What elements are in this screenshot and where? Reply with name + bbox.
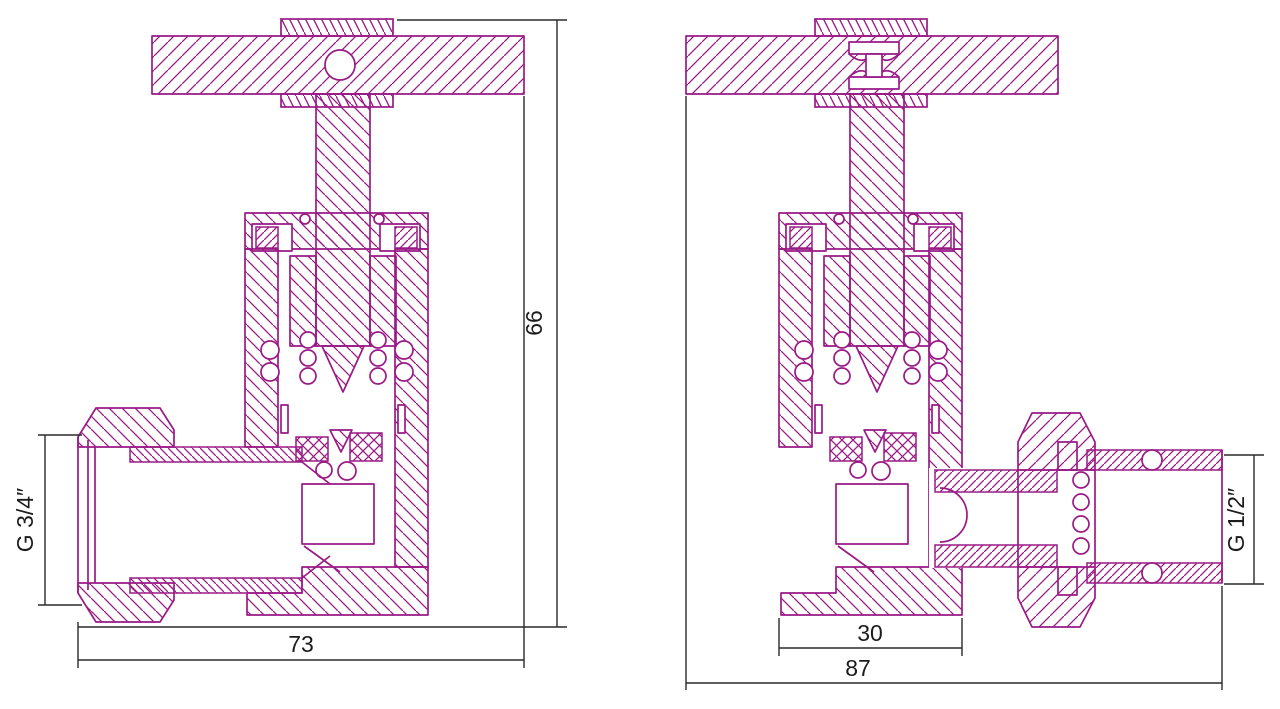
right-valve-dimensions: 30 87 G 1/2″ [685,96,1264,690]
dimension-text-g34: G 3/4″ [12,488,38,552]
left-valve-dimensions: 66 73 G 3/4″ [12,19,567,668]
o-ring [1141,562,1163,584]
spout-top-wall [934,469,1058,493]
right-outlet-union [929,412,1223,628]
union-nut-top [77,407,175,448]
left-valve-figure: 66 73 G 3/4″ [12,18,567,668]
dimension-text-g12: G 1/2″ [1223,488,1249,552]
spout-bottom-wall [934,544,1058,568]
left-outlet-union [77,407,331,623]
union-nut-top [1017,412,1096,471]
handle-hole [324,49,356,81]
o-ring [1141,449,1163,471]
dimension-text-87: 87 [845,655,871,681]
dimension-text-30: 30 [857,620,883,646]
tailpipe-bottom-wall [129,577,303,594]
union-nut-bottom [1017,566,1096,628]
tailpipe-top-wall [129,446,303,463]
dimension-text-66: 66 [521,310,547,336]
dimension-text-73: 73 [288,631,314,657]
handle-screw-section [848,41,900,90]
right-valve-figure: 30 87 G 1/2″ [685,18,1264,690]
